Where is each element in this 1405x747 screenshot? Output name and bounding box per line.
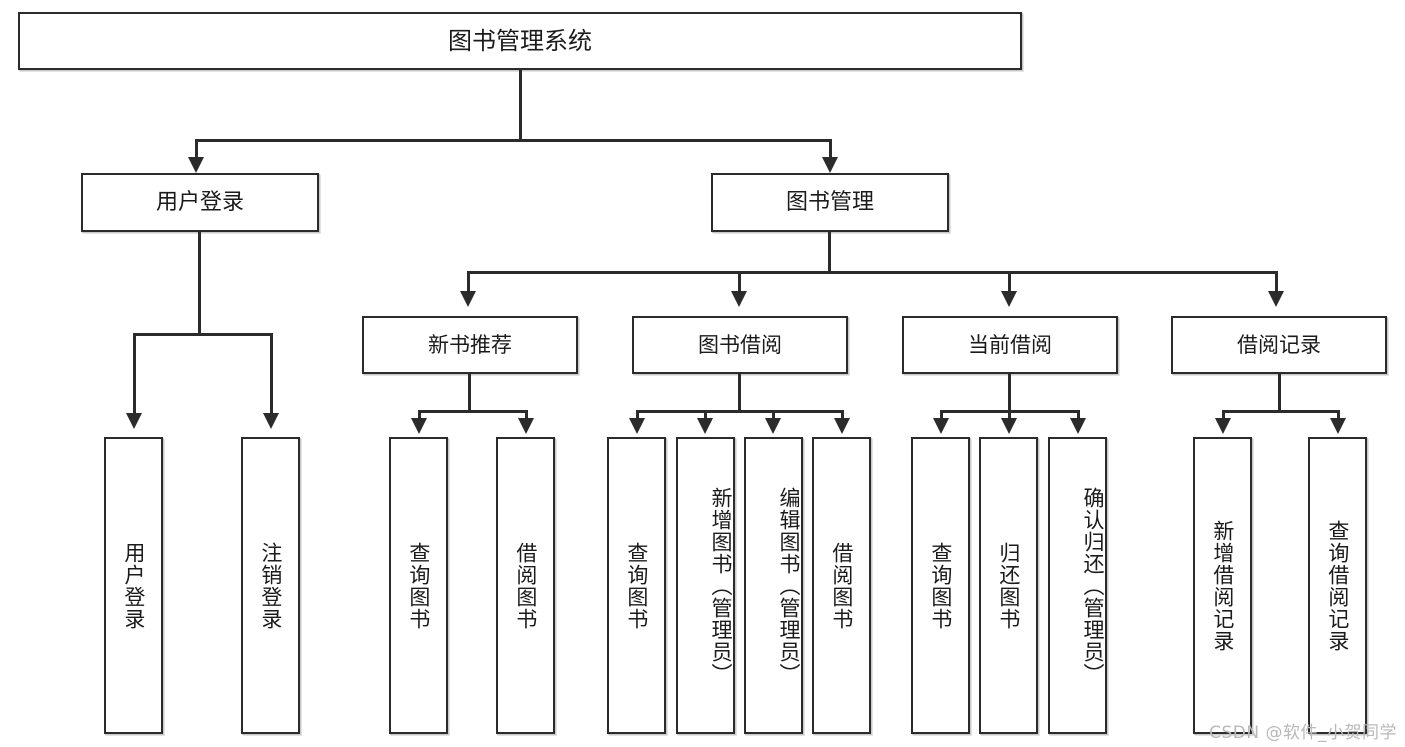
leaf-query-book-current[interactable]: 查询图书	[911, 437, 970, 734]
connector-new-book-child2	[525, 410, 528, 420]
connector-book-mgmt-trunk	[828, 232, 831, 274]
arrow-to-query-borrow-record	[1330, 418, 1346, 434]
connector-borrow-records-child2	[1337, 410, 1340, 420]
arrow-to-query-book-3	[933, 418, 949, 434]
arrow-to-return-book	[1001, 418, 1017, 434]
connector-current-borrow-trunk	[1008, 374, 1011, 413]
node-book-management[interactable]: 图书管理	[711, 173, 949, 232]
connector-book-mgmt-child1	[467, 271, 470, 295]
leaf-add-book-admin[interactable]: 新增图书（管理员）	[676, 437, 735, 734]
arrow-to-current-borrow	[1001, 291, 1017, 307]
arrow-to-add-borrow-record	[1215, 418, 1231, 434]
node-root-system[interactable]: 图书管理系统	[18, 12, 1022, 70]
connector-user-login-bus	[133, 333, 273, 336]
connector-new-book-trunk	[468, 374, 471, 413]
arrow-to-confirm-return	[1070, 418, 1086, 434]
node-borrow-records[interactable]: 借阅记录	[1171, 316, 1387, 374]
leaf-borrow-book-recommend[interactable]: 借阅图书	[496, 437, 555, 734]
arrow-to-book-mgmt	[822, 157, 838, 173]
connector-book-borrow-child3	[772, 410, 775, 420]
arrow-to-borrow-book-2	[834, 418, 850, 434]
connector-new-book-bus	[418, 410, 528, 413]
connector-book-borrow-bus	[636, 410, 844, 413]
node-user-login[interactable]: 用户登录	[81, 173, 319, 232]
connector-borrow-records-bus	[1222, 410, 1340, 413]
connector-book-mgmt-bus	[467, 271, 1278, 274]
connector-root-to-book-mgmt	[829, 139, 832, 161]
leaf-return-book[interactable]: 归还图书	[979, 437, 1038, 734]
arrow-to-user-login	[188, 157, 204, 173]
connector-book-borrow-trunk	[738, 374, 741, 413]
arrow-to-user-login-leaf	[126, 413, 142, 429]
connector-current-borrow-child3	[1077, 410, 1080, 420]
connector-book-mgmt-child4	[1275, 271, 1278, 295]
leaf-user-login[interactable]: 用户登录	[104, 437, 163, 734]
leaf-edit-book-admin[interactable]: 编辑图书（管理员）	[744, 437, 803, 734]
arrow-to-query-book-2	[629, 418, 645, 434]
node-current-borrow[interactable]: 当前借阅	[902, 316, 1118, 374]
arrow-to-add-book	[697, 418, 713, 434]
connector-current-borrow-child2	[1008, 410, 1011, 420]
node-new-book-recommend[interactable]: 新书推荐	[362, 316, 578, 374]
connector-root-to-user-login	[195, 139, 198, 161]
leaf-borrow-book[interactable]: 借阅图书	[812, 437, 871, 734]
connector-book-mgmt-child3	[1008, 271, 1011, 295]
connector-root-trunk	[519, 70, 522, 140]
connector-root-bus	[195, 139, 832, 142]
arrow-to-borrow-records	[1268, 291, 1284, 307]
arrow-to-edit-book	[765, 418, 781, 434]
connector-book-borrow-child1	[636, 410, 639, 420]
connector-borrow-records-child1	[1222, 410, 1225, 420]
connector-current-borrow-child1	[940, 410, 943, 420]
leaf-query-book-borrow[interactable]: 查询图书	[607, 437, 666, 734]
arrow-to-query-book-1	[411, 418, 427, 434]
leaf-confirm-return-admin[interactable]: 确认归还（管理员）	[1048, 437, 1107, 734]
leaf-add-borrow-record[interactable]: 新增借阅记录	[1193, 437, 1252, 734]
leaf-query-borrow-record[interactable]: 查询借阅记录	[1308, 437, 1367, 734]
connector-borrow-records-trunk	[1278, 374, 1281, 413]
connector-new-book-child1	[418, 410, 421, 420]
connector-user-login-child1	[133, 333, 136, 417]
connector-user-login-child2	[270, 333, 273, 417]
leaf-query-book-recommend[interactable]: 查询图书	[389, 437, 448, 734]
connector-user-login-trunk	[198, 232, 201, 334]
connector-book-borrow-child4	[841, 410, 844, 420]
arrow-to-new-book-recommend	[460, 291, 476, 307]
node-book-borrow[interactable]: 图书借阅	[632, 316, 848, 374]
arrow-to-book-borrow	[731, 291, 747, 307]
arrow-to-logout-leaf	[263, 413, 279, 429]
csdn-watermark: CSDN @软件_小贺同学	[1209, 723, 1397, 743]
connector-book-borrow-child2	[704, 410, 707, 420]
arrow-to-borrow-book-1	[518, 418, 534, 434]
leaf-logout[interactable]: 注销登录	[241, 437, 300, 734]
connector-book-mgmt-child2	[738, 271, 741, 295]
